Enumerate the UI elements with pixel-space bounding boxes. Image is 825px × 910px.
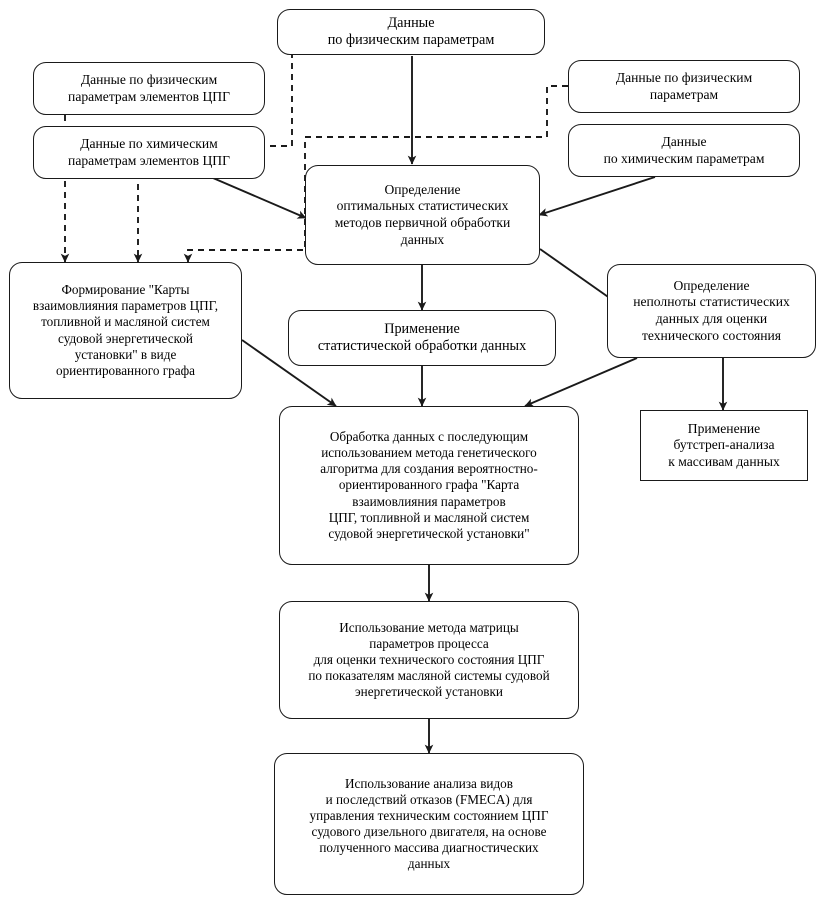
node-bootstrap[interactable]: Применение бутстреп-анализа к массивам д… — [640, 410, 808, 481]
node-label: Данные по химическим параметрам элементо… — [68, 135, 230, 168]
node-label: Применение бутстреп-анализа к массивам д… — [668, 420, 780, 469]
node-optimal-methods[interactable]: Определение оптимальных статистических м… — [305, 165, 540, 265]
node-label: Данные по физическим параметрам — [615, 69, 753, 102]
node-label: Применение статистической обработки данн… — [317, 320, 527, 354]
node-label: Формирование "Карты взаимовлияния параме… — [32, 282, 219, 378]
node-matrix-method[interactable]: Использование метода матрицы параметров … — [279, 601, 579, 719]
node-label: Использование метода матрицы параметров … — [308, 619, 550, 700]
node-label: Определение оптимальных статистических м… — [334, 181, 511, 247]
node-label: Определение неполноты статистических дан… — [633, 277, 790, 343]
node-map-formation[interactable]: Формирование "Карты взаимовлияния параме… — [9, 262, 242, 399]
node-data-physical-cpg[interactable]: Данные по физическим параметрам элементо… — [33, 62, 265, 115]
node-fmeca[interactable]: Использование анализа видов и последстви… — [274, 753, 584, 895]
node-data-chemical-cpg[interactable]: Данные по химическим параметрам элементо… — [33, 126, 265, 179]
node-label: Обработка данных с последующим использов… — [320, 429, 538, 541]
node-label: Данные по физическим параметрам элементо… — [68, 71, 230, 104]
node-label: Данные по физическим параметрам — [327, 14, 495, 48]
node-statistical-processing[interactable]: Применение статистической обработки данн… — [288, 310, 556, 366]
edge-chemright-to-optimal — [538, 176, 656, 217]
edge-chemcpg-to-optimal — [212, 177, 307, 219]
node-data-physical-top[interactable]: Данные по физическим параметрам — [277, 9, 545, 55]
node-label: Использование анализа видов и последстви… — [309, 775, 549, 872]
node-label: Данные по химическим параметрам — [603, 133, 765, 166]
node-data-physical-right[interactable]: Данные по физическим параметрам — [568, 60, 800, 113]
node-genetic-algorithm[interactable]: Обработка данных с последующим использов… — [279, 406, 579, 565]
node-data-chemical-right[interactable]: Данные по химическим параметрам — [568, 124, 800, 177]
node-incompleteness[interactable]: Определение неполноты статистических дан… — [607, 264, 816, 358]
